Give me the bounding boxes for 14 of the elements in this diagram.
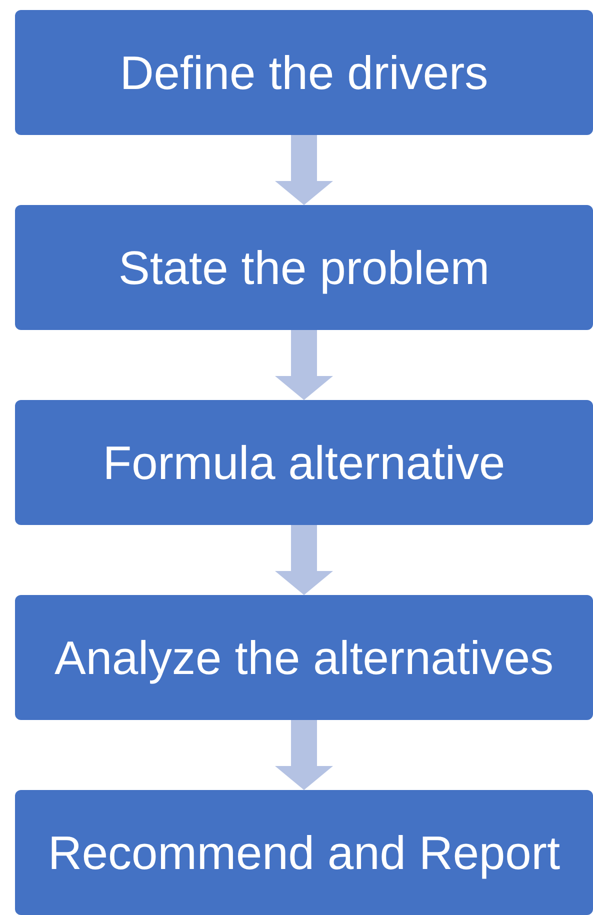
step-label: Formula alternative <box>102 438 506 488</box>
step-label: Analyze the alternatives <box>54 632 554 682</box>
step-label: State the problem <box>118 242 490 292</box>
arrow <box>275 720 333 790</box>
process-box <box>15 205 593 330</box>
arrow <box>275 525 333 595</box>
process-box <box>15 400 593 525</box>
step-label: Define the drivers <box>120 48 488 98</box>
process-box <box>15 595 593 720</box>
arrow <box>275 330 333 400</box>
process-box <box>15 10 593 135</box>
step-label: Recommend and Report <box>48 828 560 878</box>
process-box <box>15 790 593 915</box>
arrow <box>275 135 333 205</box>
